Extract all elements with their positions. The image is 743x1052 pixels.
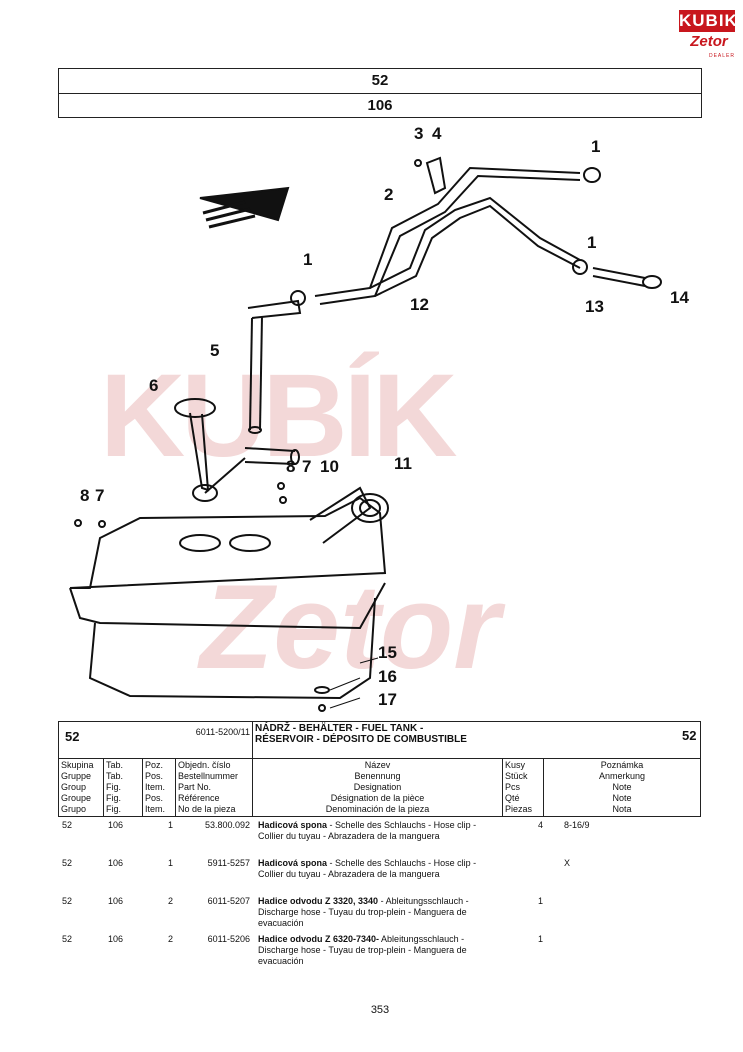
label-11: 11 bbox=[394, 454, 412, 473]
table-row: 52 106 2 6011-5206 Hadice odvodu Z 6320-… bbox=[62, 934, 544, 966]
direction-arrow-icon bbox=[199, 186, 290, 229]
group-number: 52 bbox=[59, 69, 701, 94]
col-tab: Tab.Tab.Fig.Fig.Fig. bbox=[103, 758, 143, 817]
label-1a: 1 bbox=[591, 137, 601, 156]
label-15: 15 bbox=[378, 643, 397, 662]
group-header-box: 52 106 bbox=[58, 68, 702, 118]
label-6: 6 bbox=[149, 376, 159, 395]
section-title-2: RÉSERVOIR - DÉPOSITO DE COMBUSTIBLE bbox=[255, 734, 467, 745]
table-row: 52 106 2 6011-5207 Hadice odvodu Z 3320,… bbox=[62, 896, 544, 928]
label-7a: 7 bbox=[302, 457, 312, 476]
label-1b: 1 bbox=[587, 233, 597, 252]
fuel-tank-drawing bbox=[69, 156, 662, 712]
label-4: 4 bbox=[432, 124, 442, 143]
exploded-diagram: KUBÍK Zetor bbox=[40, 118, 720, 718]
parts-rows: 52 106 1 53.800.092 Hadicová spona - Sch… bbox=[58, 820, 701, 972]
logo-tag: DEALER bbox=[708, 53, 735, 59]
label-13: 13 bbox=[585, 297, 604, 316]
watermark-kubik: KUBÍK bbox=[100, 350, 458, 482]
table-number: 106 bbox=[367, 97, 393, 114]
col-poz: Poz.Pos.Item.Pos.Item. bbox=[142, 758, 176, 817]
label-5: 5 bbox=[210, 341, 220, 360]
table-row: 52 106 1 5911-5257 Hadicová spona - Sche… bbox=[62, 858, 571, 879]
section-title-1: NÁDRŽ - BEHÄLTER - FUEL TANK - bbox=[255, 723, 424, 734]
table-row: 52 106 1 53.800.092 Hadicová spona - Sch… bbox=[62, 820, 590, 841]
label-8b: 8 bbox=[80, 486, 90, 505]
label-14: 14 bbox=[670, 288, 689, 307]
section-group: 52 bbox=[65, 729, 80, 745]
label-16: 16 bbox=[378, 667, 397, 686]
label-17: 17 bbox=[378, 690, 397, 709]
label-2: 2 bbox=[384, 185, 394, 204]
page-number: 353 bbox=[370, 1004, 390, 1016]
kubik-zetor-logo: KUBIK Zetor DEALER bbox=[679, 10, 738, 62]
logo-sub: Zetor bbox=[690, 33, 728, 50]
label-7b: 7 bbox=[95, 486, 105, 505]
label-12: 12 bbox=[410, 295, 429, 314]
section-group-right: 52 bbox=[682, 727, 697, 743]
label-8a: 8 bbox=[286, 457, 296, 476]
section-code: 6011-5200/11 bbox=[195, 727, 250, 737]
label-1c: 1 bbox=[303, 250, 313, 269]
label-10: 10 bbox=[320, 457, 339, 476]
parts-table-header: 52 6011-5200/11 NÁDRŽ - BEHÄLTER - FUEL … bbox=[58, 721, 701, 817]
logo-brand: KUBIK bbox=[679, 10, 738, 32]
label-3: 3 bbox=[414, 124, 424, 143]
